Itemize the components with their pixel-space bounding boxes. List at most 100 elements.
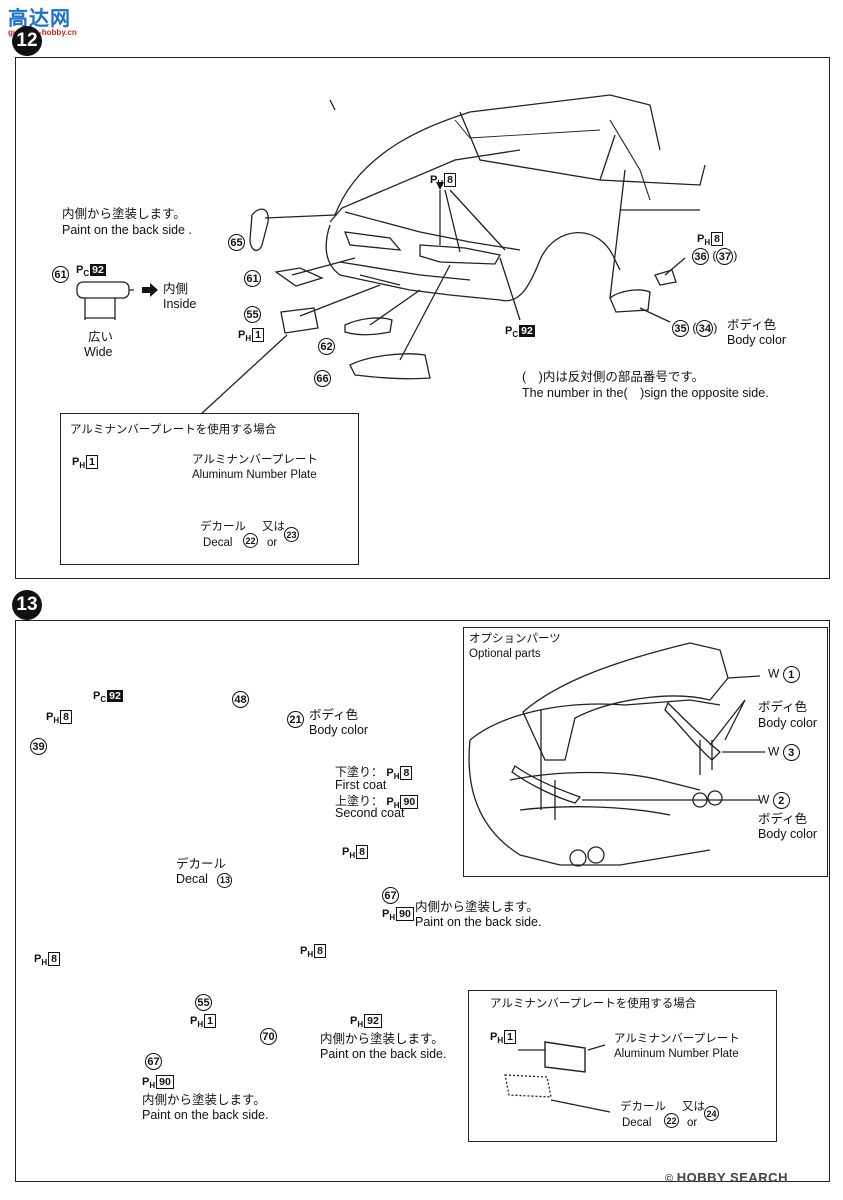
- part-67-left-number: 67: [145, 1053, 162, 1070]
- second-coat-en: Second coat: [335, 806, 405, 820]
- step13-or-jp: 又は: [682, 1101, 705, 1113]
- part-55-step13-number: 55: [195, 994, 212, 1011]
- step12-or-jp: 又は: [262, 521, 285, 533]
- code-ph1-plate12-value: 1: [86, 455, 98, 469]
- mirror-small-parts: 36 (37): [692, 248, 737, 265]
- part-55-number: 55: [244, 306, 261, 323]
- optional-body-color-en: Body color: [758, 716, 818, 730]
- decal-13-en: Decal 13: [176, 872, 233, 888]
- opposite-note-en: The number in the( )sign the opposite si…: [522, 386, 769, 400]
- spoiler-body-color-jp: ボディ色: [309, 708, 359, 722]
- back-paint-bumper-en: Paint on the back side.: [320, 1047, 447, 1061]
- step12-back-paint-jp: 内側から塗装します。: [62, 207, 186, 221]
- part-67-right-number: 67: [382, 887, 399, 904]
- code-ph8-recess-value: 8: [314, 944, 326, 958]
- step12-decal-a: 22: [243, 533, 258, 548]
- w3-label: W 3: [768, 744, 800, 761]
- step12-back-paint-en: Paint on the back side .: [62, 223, 192, 237]
- code-ph1-step13-value: 1: [204, 1014, 216, 1028]
- step12-plate-box: [60, 413, 359, 565]
- code-ph90-right-value: 90: [396, 907, 414, 921]
- step12-plate-jp: アルミナンバープレート: [192, 454, 318, 466]
- step12-wide-jp: 広い: [88, 330, 114, 344]
- step-13-badge: 13: [12, 590, 42, 620]
- opposite-note-jp: ( )内は反対側の部品番号です。: [522, 370, 705, 384]
- optional-parts-jp: オプションパーツ: [469, 633, 561, 645]
- decal-13-number: 13: [217, 872, 233, 888]
- part-62-number: 62: [318, 338, 335, 355]
- step12-plate-box-title: アルミナンバープレートを使用する場合: [70, 424, 277, 436]
- step12-decal-en: Decal: [203, 537, 233, 549]
- back-paint-bumper-jp: 内側から塗装します。: [320, 1032, 444, 1046]
- code-ph8-step12-value: 8: [444, 173, 456, 187]
- decal-13-en-text: Decal: [176, 872, 208, 886]
- code-pc92-step12-value: 92: [519, 325, 535, 337]
- step13-decal-jp: デカール: [620, 1101, 666, 1113]
- part-70-number: 70: [260, 1028, 277, 1045]
- hobby-search-watermark: © HOBBY SEARCH: [665, 1170, 788, 1185]
- step-13-number: 13: [16, 594, 38, 615]
- part-61-number: 61: [244, 270, 261, 287]
- code-ph90-left-value: 90: [156, 1075, 174, 1089]
- part-61-left-number: 61: [52, 266, 69, 283]
- back-paint-left-jp: 内側から塗装します。: [142, 1093, 266, 1107]
- step12-or-en: or: [267, 537, 278, 549]
- site-logo: 高达网 gundam-hobby.cn: [8, 2, 77, 37]
- first-coat-jp-text: 下塗り：: [335, 765, 384, 779]
- step13-plate-box: [468, 990, 777, 1142]
- code-pc92-left-value: 92: [90, 264, 106, 276]
- w1-label: W 1: [768, 666, 800, 683]
- step13-decal-a: 22: [664, 1113, 679, 1128]
- step12-inside-en: Inside: [163, 297, 197, 311]
- step13-or-en: or: [687, 1117, 698, 1129]
- code-ph8-first-value: 8: [400, 766, 413, 780]
- optional-parts-en: Optional parts: [469, 648, 541, 660]
- code-ph1-plate13-value: 1: [504, 1030, 516, 1044]
- mirror-parts: 35 (34): [672, 320, 717, 337]
- step12-body-color-en: Body color: [727, 333, 787, 347]
- step13-plate-en: Aluminum Number Plate: [614, 1048, 739, 1060]
- code-ph8-39-value: 8: [60, 710, 72, 724]
- code-ph92-bumper-value: 92: [364, 1014, 382, 1028]
- w2-body-color-en: Body color: [758, 827, 818, 841]
- part-39-number: 39: [30, 738, 47, 755]
- step12-decal-b: 23: [284, 527, 299, 542]
- site-logo-text: 高达网: [8, 8, 71, 30]
- code-ph8-tail-left-value: 8: [48, 952, 60, 966]
- decal-13-jp: デカール: [176, 857, 227, 871]
- step12-plate-en: Aluminum Number Plate: [192, 469, 317, 481]
- step-12-number: 12: [16, 30, 38, 51]
- step-12-badge: 12: [12, 26, 42, 56]
- w2-body-color-jp: ボディ色: [758, 812, 808, 826]
- step12-body-color-jp: ボディ色: [727, 318, 777, 332]
- code-ph8-tail-right-value: 8: [356, 845, 368, 859]
- spoiler-body-color-en: Body color: [309, 723, 369, 737]
- back-paint-right-en: Paint on the back side.: [415, 915, 542, 929]
- step12-decal-jp: デカール: [200, 521, 246, 533]
- step13-decal-en: Decal: [622, 1117, 652, 1129]
- code-ph8-mirror-value: 8: [711, 232, 723, 246]
- code-ph1-step12-value: 1: [252, 328, 264, 342]
- part-65-number: 65: [228, 234, 245, 251]
- part-48-number: 48: [232, 691, 249, 708]
- back-paint-right-jp: 内側から塗装します。: [415, 900, 539, 914]
- part-66-number: 66: [314, 370, 331, 387]
- w2-number: 2: [772, 792, 790, 809]
- second-coat-jp-text: 上塗り：: [335, 794, 384, 808]
- first-coat-en: First coat: [335, 778, 387, 792]
- part-34-number: 34: [696, 320, 714, 337]
